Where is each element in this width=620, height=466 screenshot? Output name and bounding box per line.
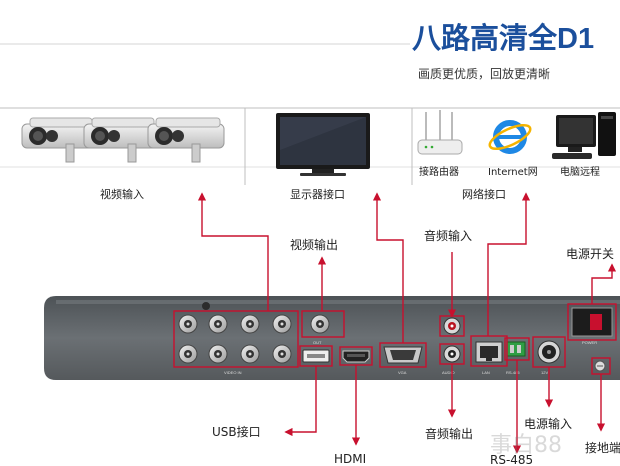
audio-in-rca xyxy=(443,317,461,335)
callout-audio-out: 音频输出 xyxy=(425,426,473,441)
callout-rs485: RS-485 xyxy=(490,453,533,466)
cameras-illustration xyxy=(21,117,225,163)
video-in-bnc-group xyxy=(178,314,292,364)
callout-power-switch: 电源开关 xyxy=(566,247,614,261)
lan-port xyxy=(475,341,503,363)
connector-lines xyxy=(197,192,617,454)
callout-labels: 视频输出 音频输入 电源开关 USB接口 HDMI 音频输出 RS-485 电源… xyxy=(212,228,620,466)
dc-power-jack xyxy=(537,340,561,364)
audio-tag: AUDIO xyxy=(442,370,455,375)
rs485-tag: RS-485 xyxy=(506,370,520,375)
monitor-label: 显示器接口 xyxy=(290,188,345,201)
ground-screw xyxy=(594,360,606,372)
watermark: 事白88 xyxy=(490,433,562,458)
cameras-label: 视频输入 xyxy=(100,187,144,201)
callout-ground: 接地端 xyxy=(585,440,620,455)
internet-label: Internet网 xyxy=(488,166,538,178)
device-strip: 视频输入 显示器接口 接路由器 Internet网 xyxy=(0,107,620,201)
callout-audio-in: 音频输入 xyxy=(424,228,472,243)
router-icon xyxy=(417,110,463,155)
header: 八路高清全D1 画质更优质，回放更清晰 xyxy=(0,21,594,81)
internet-explorer-icon xyxy=(488,120,532,154)
rs485-terminal xyxy=(506,341,526,357)
power-switch xyxy=(571,307,613,337)
page-title: 八路高清全D1 xyxy=(412,21,594,55)
page-subtitle: 画质更优质，回放更清晰 xyxy=(418,66,550,81)
callout-video-out: 视频输出 xyxy=(290,237,338,252)
router-label: 接路由器 xyxy=(419,165,459,178)
pc-label: 电脑远程 xyxy=(560,165,600,178)
video-in-tag: VIDEO IN xyxy=(224,370,242,375)
vga-port xyxy=(383,346,423,364)
callout-usb: USB接口 xyxy=(212,424,261,439)
hdmi-port xyxy=(342,350,370,363)
callout-hdmi: HDMI xyxy=(334,452,366,466)
dvr-rear-panel: VIDEO IN OUT VGA AUDIO xyxy=(44,296,620,380)
monitor-icon xyxy=(276,113,370,176)
video-out-bnc xyxy=(310,314,330,334)
audio-out-rca xyxy=(443,345,461,363)
network-label: 网络接口 xyxy=(462,187,506,201)
vga-tag: VGA xyxy=(398,370,407,375)
callout-power-in: 电源输入 xyxy=(524,416,572,431)
dc-tag: 12V xyxy=(541,370,548,375)
lan-tag: LAN xyxy=(482,370,490,375)
power-tag: POWER xyxy=(582,340,597,345)
video-out-tag: OUT xyxy=(313,340,322,345)
usb-port xyxy=(302,349,330,363)
pc-icon xyxy=(552,112,616,159)
